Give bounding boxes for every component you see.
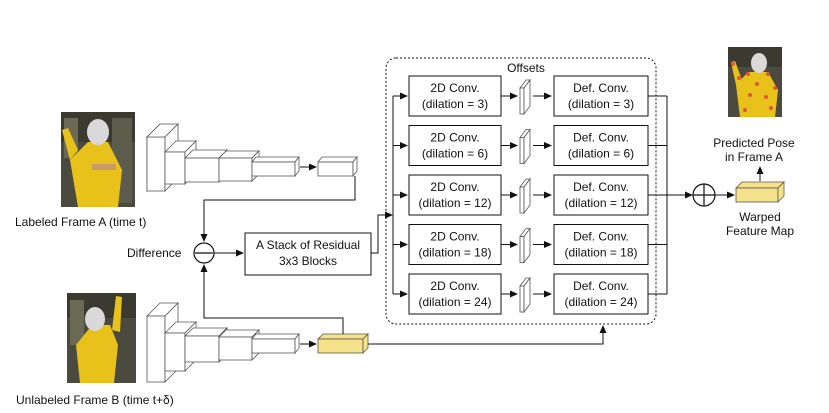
branch-list: 2D Conv. (dilation = 3) Def. Conv. (dilatio… [393,75,667,315]
warped-feature-map [735,181,785,203]
offset-slab-3 [519,236,525,263]
def-conv-box-3 [553,224,649,265]
def-conv-label-3: Def. Conv. [573,230,629,244]
frame-a-label: Labeled Frame A (time t) [15,215,146,229]
offsets-label: Offsets [507,61,545,75]
def-conv-dilation-1: (dilation = 6) [568,147,634,161]
def-conv-label-0: Def. Conv. [573,81,629,95]
deformable-module-box [385,57,657,325]
warped-label-1: Warped [739,210,781,224]
offset-slab-2 [519,186,525,214]
def-conv-label-2: Def. Conv. [573,180,629,194]
frame-a-image [61,112,135,207]
arrow-a-to-difference [200,176,356,242]
def-conv-box-4 [553,273,649,315]
def-conv-dilation-3: (dilation = 18) [564,246,637,260]
offset-slab-side-4 [523,276,531,314]
def-conv-dilation-2: (dilation = 12) [564,196,637,210]
offset-slab-side-3 [523,227,531,264]
conv-box-4 [408,273,502,315]
feature-map-b [317,333,369,354]
frame-b-image [67,293,136,383]
conv-label-1: 2D Conv. [430,131,479,145]
predicted-label-1: Predicted Pose [713,136,795,150]
def-conv-label-1: Def. Conv. [573,131,629,145]
conv-label-0: 2D Conv. [430,81,479,95]
def-conv-label-4: Def. Conv. [573,279,629,293]
residual-label-1: A Stack of Residual [256,238,360,252]
feature-pyramid-a [146,123,358,192]
offset-slab-side-1 [523,128,531,165]
conv-box-2 [408,174,502,216]
arrow-residual-to-branches [371,211,393,254]
predicted-pose-image [728,47,782,117]
conv-dilation-0: (dilation = 3) [422,97,488,111]
offset-slab-0 [519,87,525,115]
conv-label-2: 2D Conv. [430,180,479,194]
def-conv-dilation-0: (dilation = 3) [568,97,634,111]
conv-dilation-1: (dilation = 6) [422,147,488,161]
predicted-label-2: in Frame A [725,150,783,164]
feature-pyramid-b [146,302,300,383]
difference-node [193,242,215,264]
offset-slab-4 [519,285,525,313]
residual-label-2: 3x3 Blocks [279,254,337,268]
offset-slab-1 [519,137,525,164]
conv-label-4: 2D Conv. [430,279,479,293]
conv-box-1 [408,125,502,166]
frame-b-label: Unlabeled Frame B (time t+δ) [16,393,174,407]
conv-box-0 [408,75,502,117]
sum-node [692,183,716,207]
def-conv-box-0 [553,75,649,117]
arrow-b-to-difference [200,264,344,334]
conv-dilation-4: (dilation = 24) [418,295,491,309]
residual-block [244,232,372,276]
conv-label-3: 2D Conv. [430,230,479,244]
offset-slab-side-2 [523,177,531,215]
difference-label: Difference [127,246,182,260]
def-conv-dilation-4: (dilation = 24) [564,295,637,309]
warped-label-2: Feature Map [726,224,794,238]
conv-dilation-2: (dilation = 12) [418,196,491,210]
conv-dilation-3: (dilation = 18) [418,246,491,260]
offset-slab-side-0 [523,78,531,116]
def-conv-box-1 [553,125,649,166]
def-conv-box-2 [553,174,649,216]
arrow-b-to-module [368,325,607,345]
